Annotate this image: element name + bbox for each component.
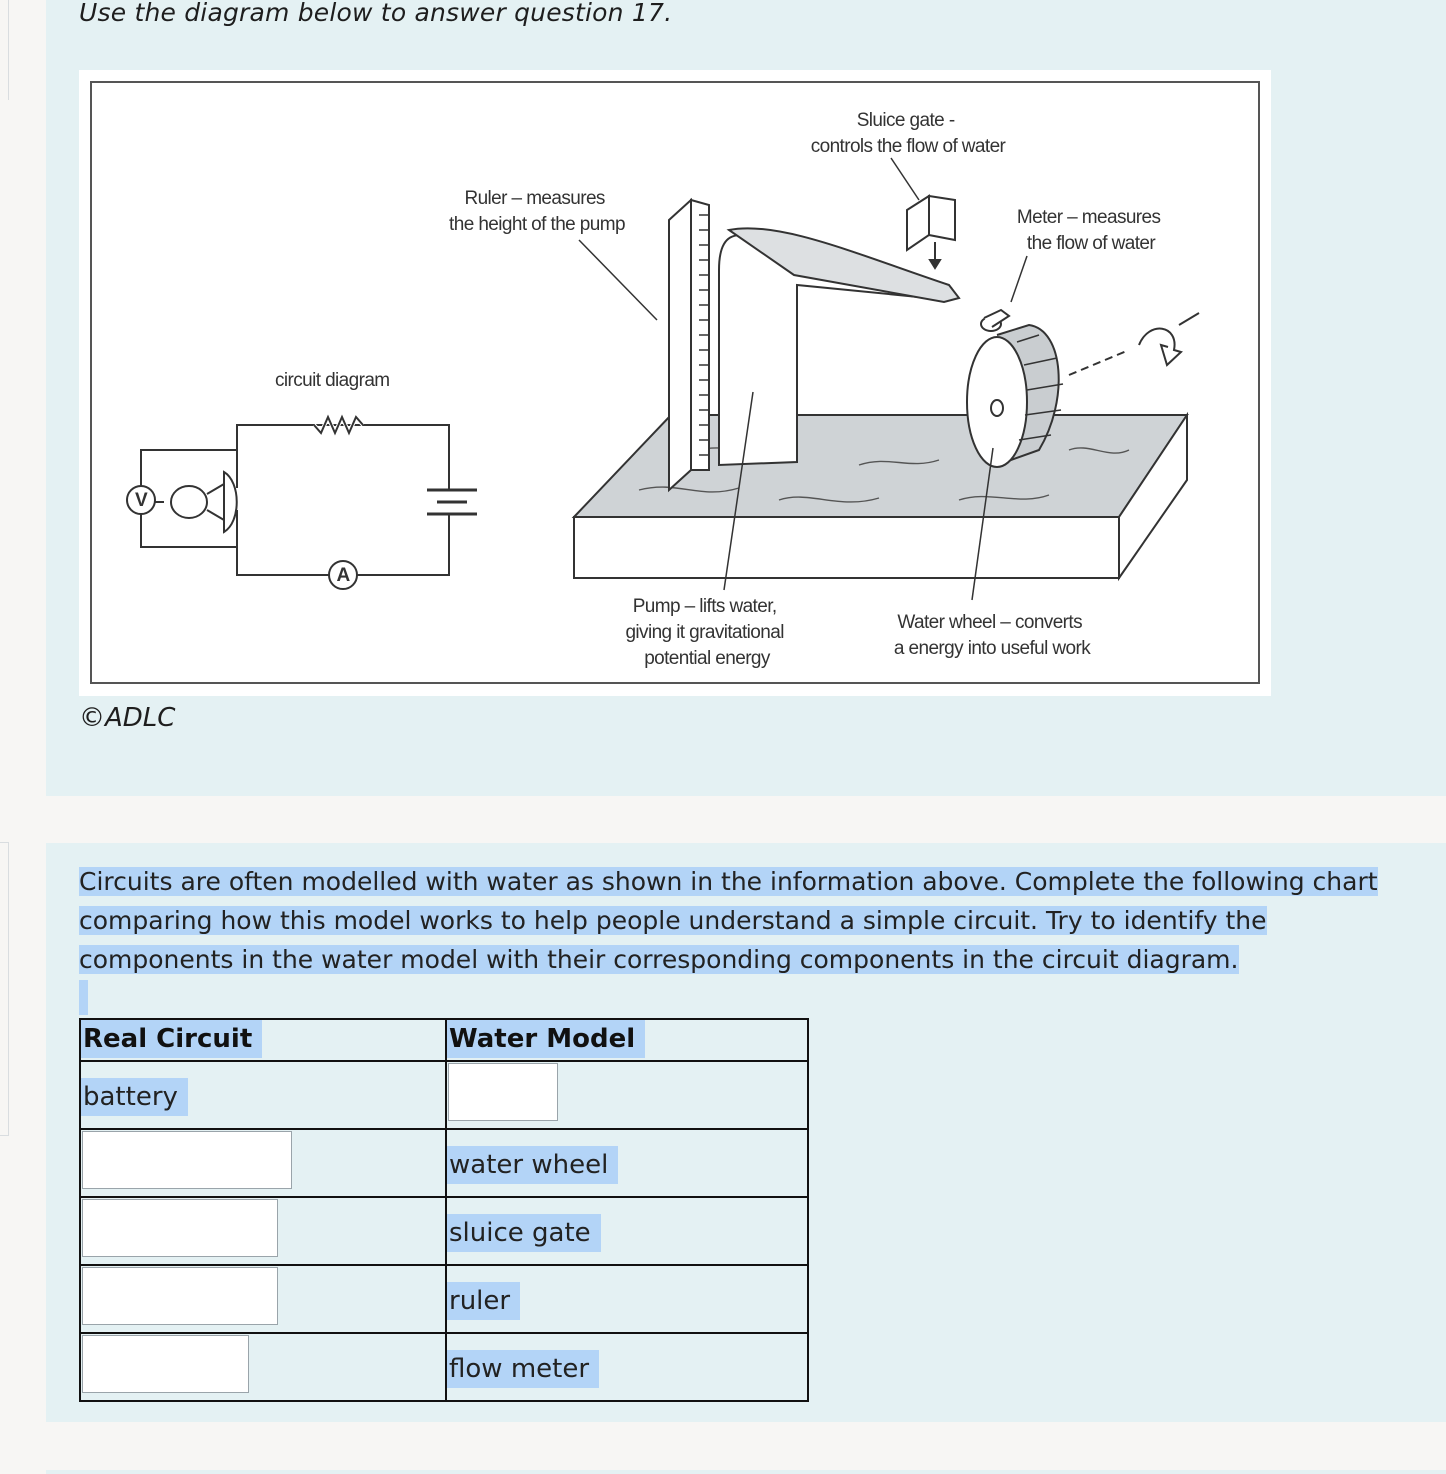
- left-margin-bar: [0, 0, 9, 100]
- answer-input-real-circuit[interactable]: [82, 1335, 249, 1393]
- leader-lines: [578, 157, 1028, 601]
- question-line: Circuits are often modelled with water a…: [79, 867, 1378, 896]
- header-real-circuit: Real Circuit: [79, 1018, 447, 1062]
- pump: [718, 227, 961, 467]
- water-model-cell: flow meter: [445, 1332, 809, 1402]
- table-row: battery: [79, 1060, 809, 1130]
- answer-input-real-circuit[interactable]: [82, 1267, 278, 1325]
- next-panel: [46, 1470, 1446, 1474]
- meter-label: Meter – measures the flow of water: [1017, 207, 1165, 254]
- figure-frame: [90, 81, 1260, 684]
- table-row: flow meter: [79, 1332, 809, 1402]
- table-header-row: Real Circuit Water Model: [79, 1018, 809, 1062]
- water-wheel-label: Water wheel – converts a energy into use…: [894, 612, 1091, 659]
- answer-input-water-model[interactable]: [448, 1063, 558, 1121]
- answer-input-real-circuit[interactable]: [82, 1199, 278, 1257]
- water-tray: [571, 411, 1189, 582]
- question-line: components in the water model with their…: [79, 945, 1239, 974]
- real-circuit-cell: [79, 1128, 447, 1198]
- circuit-diagram: [126, 412, 477, 590]
- voltmeter-symbol: V: [135, 490, 148, 511]
- answer-input-real-circuit[interactable]: [82, 1131, 292, 1189]
- sluice-gate-label: Sluice gate - controls the flow of water: [811, 110, 1007, 157]
- table-row: ruler: [79, 1264, 809, 1334]
- circuit-label: circuit diagram: [275, 370, 390, 391]
- text-selection-caret: [79, 980, 88, 1015]
- ruler: [668, 197, 710, 493]
- real-circuit-cell: battery: [79, 1060, 447, 1130]
- header-water-model: Water Model: [445, 1018, 809, 1062]
- table-row: sluice gate: [79, 1196, 809, 1266]
- water-model-figure: V A circuit diagram: [79, 70, 1271, 696]
- comparison-table: Real Circuit Water Model battery water w…: [79, 1018, 809, 1402]
- water-wheel: [966, 323, 1064, 468]
- intro-text: Use the diagram below to answer question…: [79, 0, 673, 27]
- pump-label: Pump – lifts water, giving it gravitatio…: [625, 596, 788, 669]
- real-circuit-cell: [79, 1264, 447, 1334]
- water-model-diagram: V A circuit diagram: [126, 110, 1200, 669]
- rotation-arrow-icon: [1068, 312, 1200, 376]
- flow-meter: [980, 308, 1011, 332]
- real-circuit-cell: [79, 1332, 447, 1402]
- question-text: Circuits are often modelled with water a…: [79, 862, 1446, 979]
- water-model-cell: sluice gate: [445, 1196, 809, 1266]
- water-model-cell: ruler: [445, 1264, 809, 1334]
- question-line: comparing how this model works to help p…: [79, 906, 1267, 935]
- left-margin-bar: [0, 842, 9, 1136]
- table-row: water wheel: [79, 1128, 809, 1198]
- ruler-label: Ruler – measures the height of the pump: [449, 188, 625, 235]
- ammeter-symbol: A: [336, 565, 350, 586]
- copyright-credit: ©ADLC: [79, 703, 176, 733]
- water-model-cell: [445, 1060, 809, 1130]
- water-model-cell: water wheel: [445, 1128, 809, 1198]
- sluice-gate: [906, 194, 956, 270]
- real-circuit-cell: [79, 1196, 447, 1266]
